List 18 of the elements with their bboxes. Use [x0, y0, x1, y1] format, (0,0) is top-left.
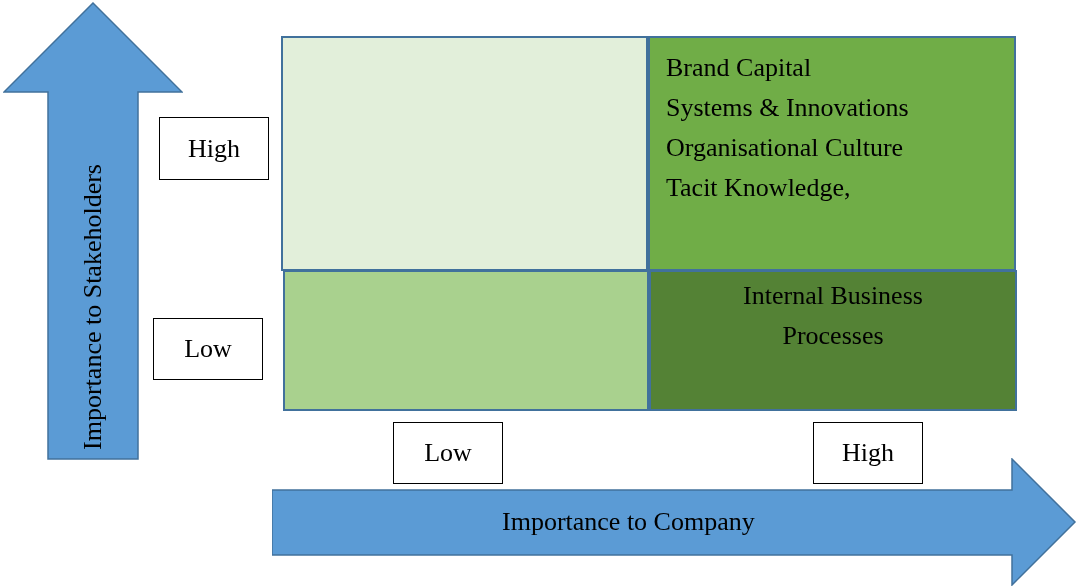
scale-tag	[153, 318, 263, 380]
matrix-quadrant	[648, 36, 1016, 271]
axis-title: Importance to Company	[502, 506, 755, 538]
scale-tag	[393, 422, 503, 484]
quadrant-text: Brand Capital	[666, 52, 813, 84]
scale-label: Low	[184, 333, 232, 365]
block-arrow	[3, 2, 183, 460]
quadrant-text: Tacit Knowledge,	[666, 172, 852, 204]
scale-tag	[159, 117, 269, 180]
quadrant-text: Systems & Innovations	[666, 92, 910, 124]
axis-title: Importance to Stakeholders	[77, 164, 108, 450]
matrix-quadrant	[649, 270, 1017, 411]
scale-label: High	[188, 132, 240, 165]
scale-label: High	[842, 437, 894, 469]
scale-tag	[813, 422, 923, 484]
quadrant-text: Internal Business Processes	[742, 280, 924, 352]
quadrant-text: Organisational Culture	[666, 132, 905, 164]
scale-label: Low	[424, 437, 472, 469]
